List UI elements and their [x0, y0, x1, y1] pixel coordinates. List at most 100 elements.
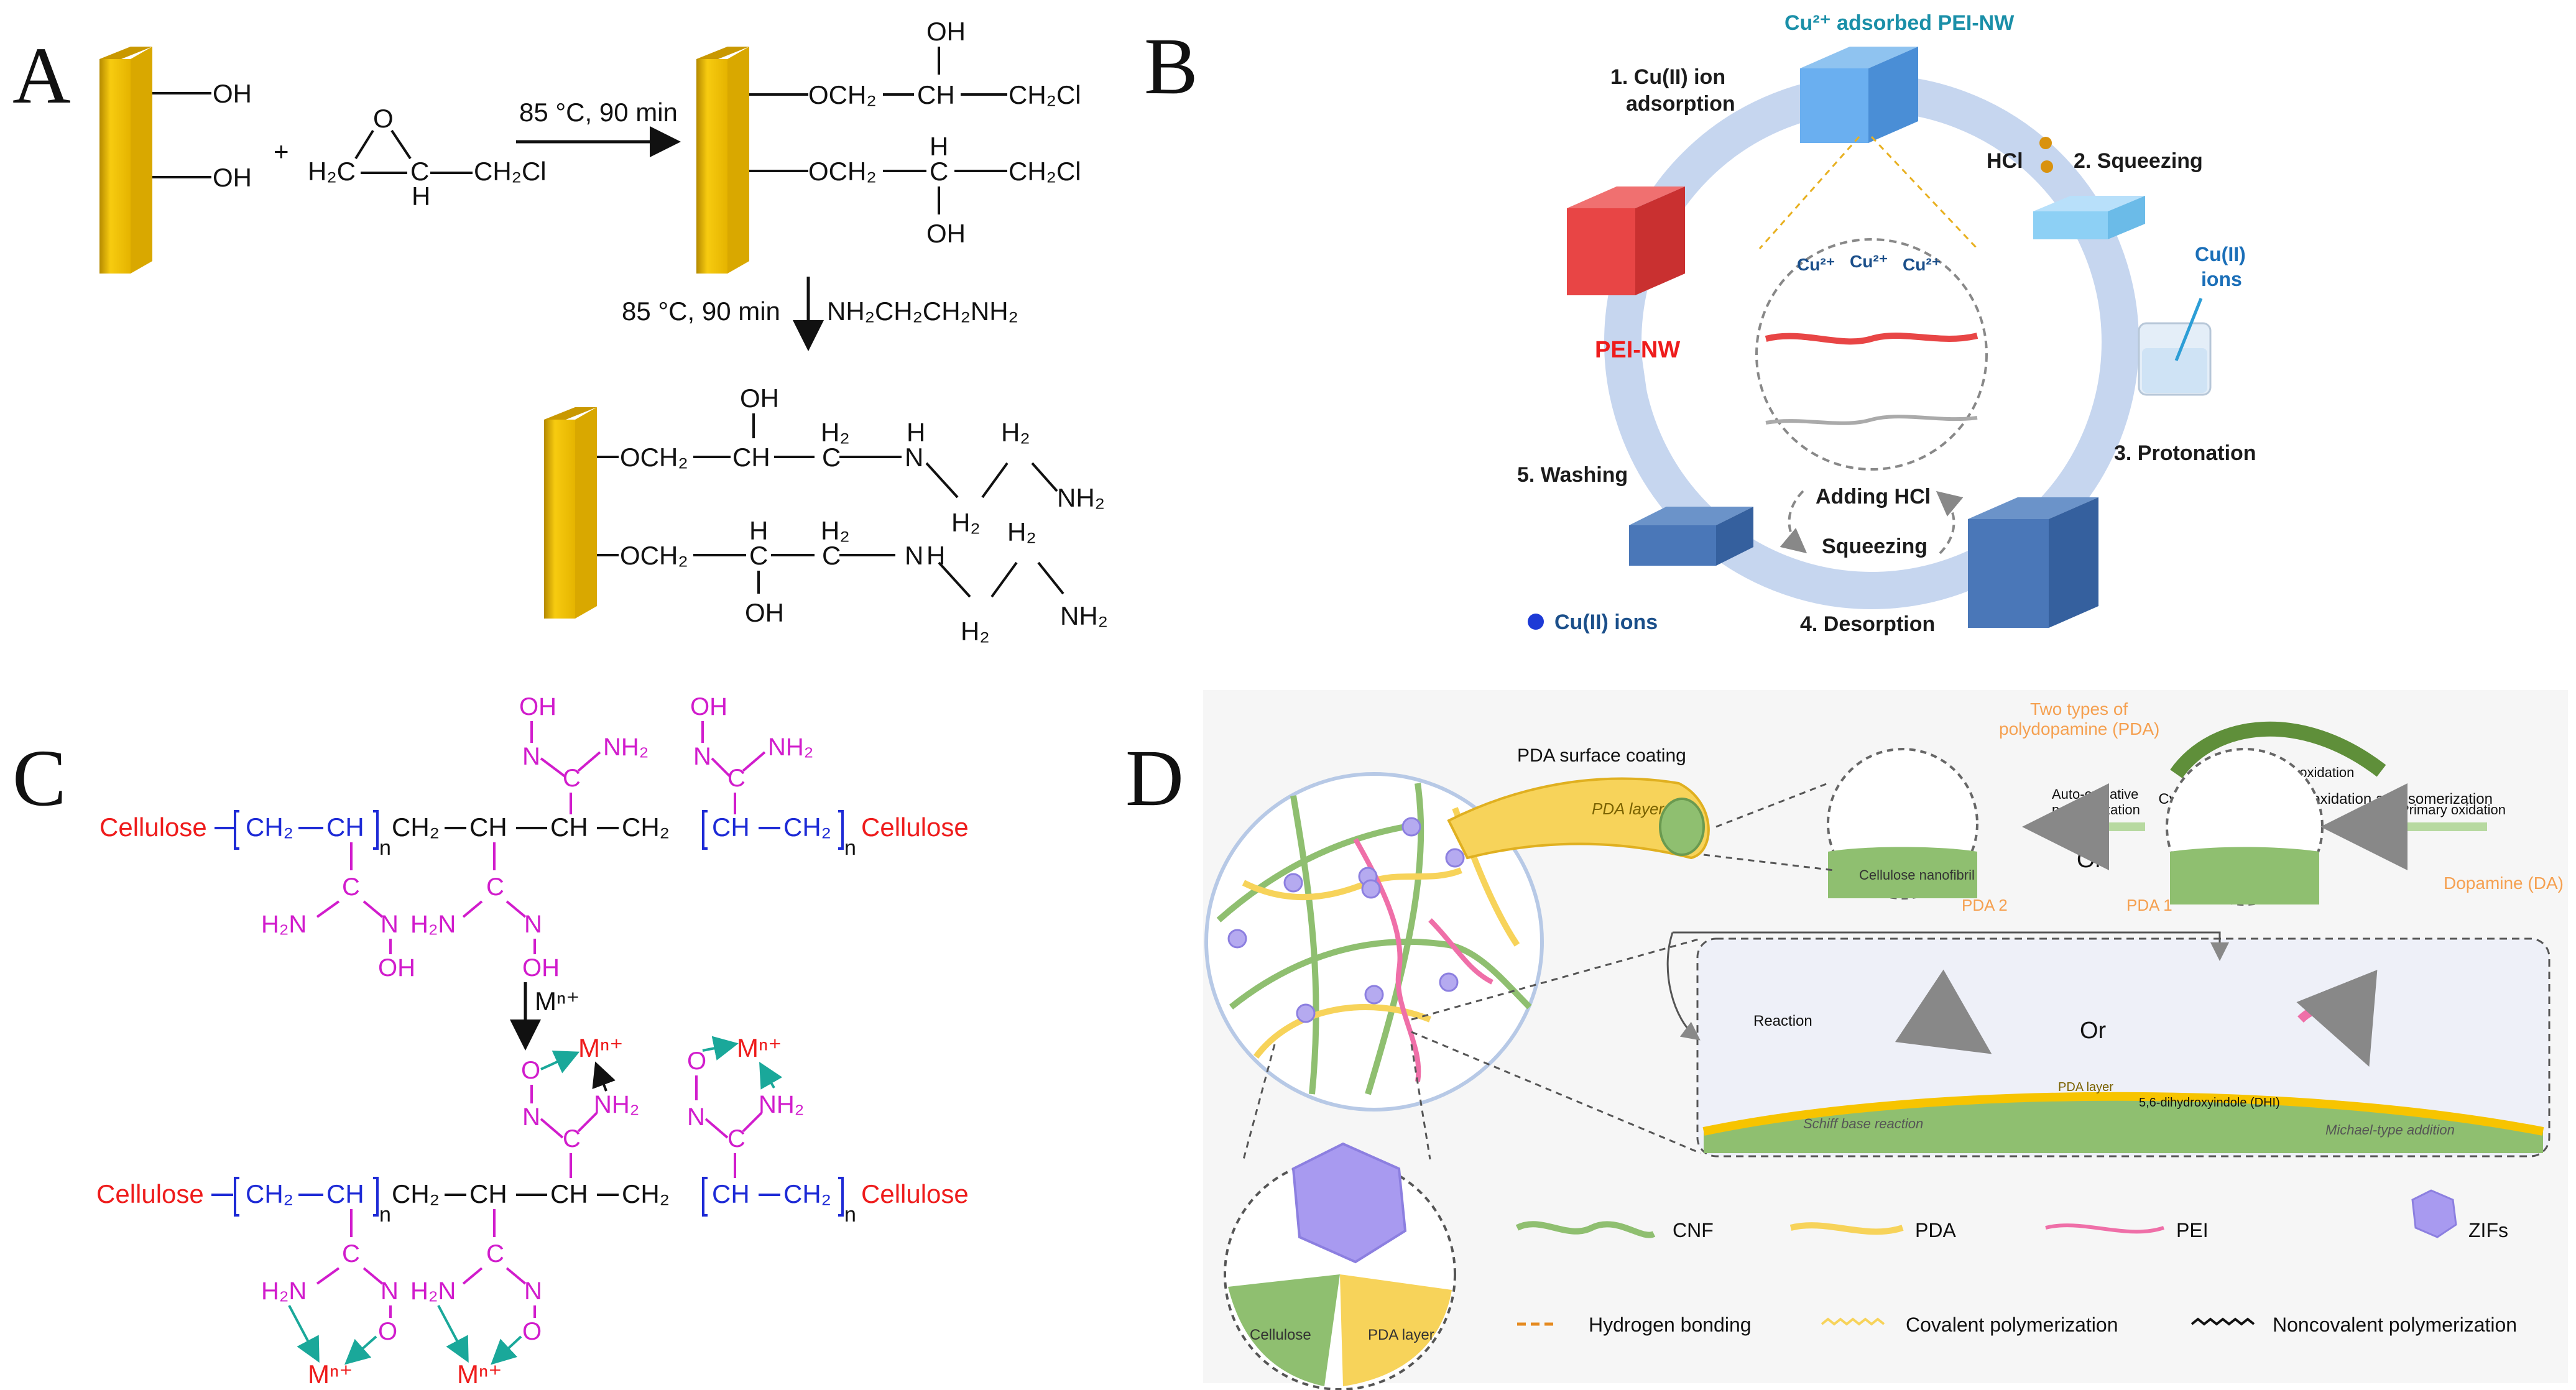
legend-zifs: ZIFs	[2468, 1219, 2508, 1241]
svg-text:OH: OH	[690, 693, 727, 720]
chelate-group: C H₂N N O Mⁿ⁺	[261, 1209, 399, 1389]
metal-ion: Mⁿ⁺	[578, 1033, 623, 1062]
amidoxime-group: C H₂N N OH	[410, 842, 560, 982]
michael-label: Michael-type addition	[2325, 1122, 2455, 1138]
svg-text:N: N	[524, 1277, 542, 1305]
primary-oxidation-label: Primary oxidation	[2400, 802, 2506, 817]
svg-text:H₂N: H₂N	[261, 911, 307, 938]
panel-b: B Cu²⁺ adsorbed PEI-NW 1. Cu(II) ion ads…	[1144, 11, 2256, 636]
svg-text:C: C	[727, 1125, 746, 1153]
chelate-group: O N C NH₂	[521, 1051, 639, 1178]
epoxide-h: H	[412, 182, 430, 211]
ch2-unit: CH₂	[622, 812, 670, 842]
pda-layer-label: PDA layer	[1368, 1327, 1434, 1343]
svg-text:N: N	[522, 743, 540, 770]
cellulose-right: Cellulose	[861, 1179, 969, 1208]
hydroxyl-label: OH	[213, 79, 252, 108]
c-label: C	[822, 541, 841, 570]
pda-layer-label: PDA layer	[2058, 1080, 2113, 1094]
ch-label: CH	[732, 443, 770, 472]
pei-nw-cube-icon	[1567, 186, 1685, 295]
condition-2: 85 °C, 90 min	[622, 297, 780, 326]
chloromethyl: CH₂Cl	[474, 157, 547, 186]
step-3-label: 3. Protonation	[2114, 441, 2256, 465]
h-label: H	[907, 418, 925, 447]
h-label: H	[749, 516, 768, 545]
repeat-n: n	[379, 1203, 391, 1227]
amidoxime-group: OH N C NH₂	[690, 693, 813, 814]
h2-label: H₂	[1007, 517, 1036, 546]
ch2-unit: CH₂	[622, 1179, 670, 1208]
repeat-n: n	[844, 1203, 856, 1227]
squeezing-label: Squeezing	[1822, 535, 1927, 558]
dhi-label: 5,6-dihydroxyindole (DHI)	[2139, 1096, 2280, 1110]
svg-text:N: N	[687, 1103, 705, 1131]
svg-text:NH₂: NH₂	[594, 1091, 639, 1118]
ch2-unit: CH₂	[246, 812, 293, 842]
legend-pei: PEI	[2176, 1219, 2209, 1241]
ch2-unit: CH₂	[783, 1179, 831, 1208]
reaction-label: Reaction	[1753, 1013, 1812, 1029]
legend-cnf: CNF	[1673, 1219, 1714, 1241]
ch-unit: CH	[326, 812, 364, 842]
condition-1: 85 °C, 90 min	[519, 98, 678, 127]
och2-label: OCH₂	[620, 541, 688, 570]
legend-zif-icon	[2411, 1189, 2457, 1238]
dopamine-label: Dopamine (DA)	[2444, 873, 2564, 893]
panel-d: D PDA layer PDA surface coating Cellulos…	[1125, 690, 2568, 1390]
desorption-cube-icon	[1968, 497, 2098, 628]
ch-label: CH	[917, 80, 955, 109]
c-label: C	[749, 541, 768, 570]
legend-cu-ions: Cu(II) ions	[1554, 610, 1658, 634]
svg-text:C: C	[563, 1125, 581, 1153]
ch-unit: CH	[550, 1179, 588, 1208]
step-1-label-2: adsorption	[1626, 92, 1735, 116]
repeat-n: n	[844, 836, 856, 860]
cellulose-plate-icon	[696, 47, 749, 274]
two-types-label-2: polydopamine (PDA)	[1999, 719, 2159, 739]
n-label: N	[905, 443, 923, 472]
legend-pda-swatch	[1789, 1222, 1904, 1235]
beaker-icon	[2138, 298, 2212, 396]
ch-unit: CH	[469, 1179, 507, 1208]
step-5-label: 5. Washing	[1517, 463, 1628, 487]
cu-adsorbed-cube-icon	[1800, 47, 1918, 143]
svg-text:OH: OH	[378, 954, 415, 982]
metal-ion-label: Mⁿ⁺	[535, 987, 579, 1016]
repeat-n: n	[379, 836, 391, 860]
hydroxyl-label: OH	[213, 163, 252, 192]
schiff-label: Schiff base reaction	[1803, 1116, 1923, 1131]
svg-text:NH₂: NH₂	[768, 734, 813, 761]
pda1-label: PDA 1	[2126, 896, 2172, 914]
c-label: C	[930, 157, 948, 186]
cellulose-nanofibril-label: Cellulose nanofibril	[1859, 867, 1975, 883]
panel-d-letter: D	[1125, 734, 1184, 823]
cu-ion-label: Cu²⁺	[1903, 255, 1941, 274]
ch-unit: CH	[712, 812, 750, 842]
svg-text:C: C	[486, 873, 504, 901]
h-label: H	[930, 132, 948, 161]
oh-label: OH	[926, 219, 966, 248]
cu-ions-label: Cu(II)	[2195, 243, 2246, 265]
metal-ion: Mⁿ⁺	[457, 1360, 502, 1389]
pda-coating-label: PDA surface coating	[1517, 745, 1686, 766]
panel-a: A OH OH + O H₂C C H CH₂Cl 85 °C, 90 min	[12, 17, 1108, 646]
nh2-label: NH₂	[1060, 601, 1108, 630]
h2-label: H₂	[821, 418, 850, 447]
cellulose-left: Cellulose	[99, 812, 207, 842]
svg-text:NH₂: NH₂	[759, 1091, 804, 1118]
svg-text:C: C	[342, 873, 360, 901]
svg-text:N: N	[524, 911, 542, 938]
ch2cl-label: CH₂Cl	[1009, 157, 1081, 186]
ethylenediamine: NH₂CH₂CH₂NH₂	[827, 297, 1018, 326]
nh2-label: NH₂	[1057, 483, 1105, 512]
legend-noncovalent-swatch	[2191, 1317, 2255, 1326]
svg-text:O: O	[522, 1318, 542, 1345]
n-label: N	[905, 541, 923, 570]
plus-sign: +	[274, 137, 289, 166]
pei-nw-label: PEI-NW	[1595, 337, 1680, 363]
washed-cube-icon	[1629, 507, 1753, 566]
cellulose-plate-icon	[544, 407, 597, 619]
och2-label: OCH₂	[620, 443, 688, 472]
metal-ion: Mⁿ⁺	[308, 1360, 353, 1389]
